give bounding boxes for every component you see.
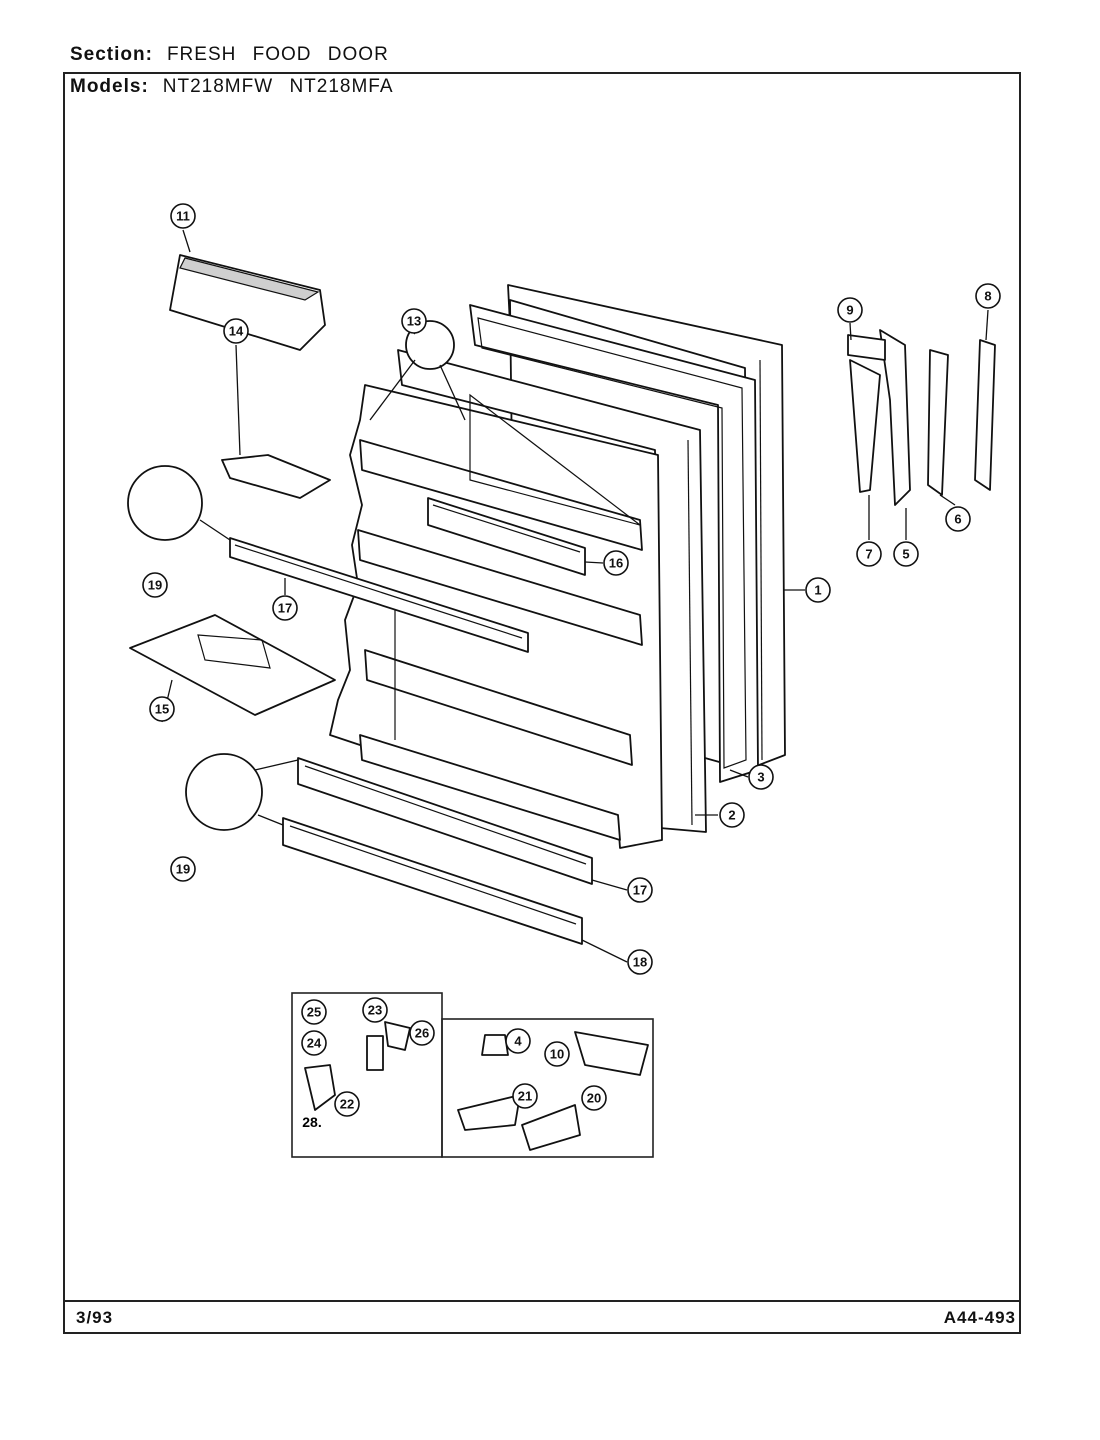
callout-13: 13 [401, 308, 427, 334]
svg-text:19: 19 [176, 862, 190, 877]
svg-text:17: 17 [633, 883, 647, 898]
svg-text:5: 5 [902, 547, 909, 562]
svg-text:15: 15 [155, 702, 169, 717]
revision-date: 3/93 [76, 1308, 114, 1327]
callout-2: 2 [719, 802, 745, 828]
butter-tray [221, 454, 331, 499]
models-label: Models: [70, 76, 149, 97]
callout-23: 23 [362, 997, 388, 1023]
svg-text:17: 17 [278, 601, 292, 616]
callout-4: 4 [505, 1028, 531, 1054]
section-label: Section: [70, 44, 153, 65]
svg-text:19: 19 [148, 578, 162, 593]
svg-text:8: 8 [984, 289, 991, 304]
models-header: Models: NT218MFW NT218MFA [70, 76, 394, 98]
svg-text:18: 18 [633, 955, 647, 970]
svg-text:10: 10 [550, 1047, 564, 1062]
door-liner [329, 349, 707, 849]
callout-7: 7 [856, 541, 882, 567]
door-rail-17-upper [229, 537, 529, 653]
callout-3: 3 [748, 764, 774, 790]
section-value: FRESH FOOD DOOR [166, 44, 389, 65]
section-header: Section: FRESH FOOD DOOR [70, 44, 389, 66]
callout-20: 20 [581, 1085, 607, 1111]
callout-19-lower: 19 [170, 856, 196, 882]
egg-tray [129, 614, 336, 716]
svg-text:25: 25 [307, 1005, 321, 1020]
footer-bar [63, 1302, 1021, 1334]
callout-6: 6 [945, 506, 971, 532]
dairy-door [169, 254, 326, 351]
svg-text:16: 16 [609, 556, 623, 571]
svg-text:9: 9 [846, 303, 853, 318]
callout-14: 14 [223, 318, 249, 344]
svg-text:24: 24 [307, 1036, 322, 1051]
inset-hardware-box-right [441, 1018, 654, 1158]
shelf-rail-16 [427, 497, 586, 576]
svg-text:4: 4 [514, 1034, 522, 1049]
callout-15: 15 [149, 696, 175, 722]
document-number: A44-493 [943, 1308, 1016, 1327]
svg-text:2: 2 [728, 808, 735, 823]
callout-16: 16 [603, 550, 629, 576]
svg-text:22: 22 [340, 1097, 354, 1112]
callout-24: 24 [301, 1030, 327, 1056]
callout-19-upper: 19 [142, 572, 168, 598]
svg-text:23: 23 [368, 1003, 382, 1018]
callout-1: 1 [805, 577, 831, 603]
svg-text:26: 26 [415, 1026, 429, 1041]
svg-text:7: 7 [865, 547, 872, 562]
callout-25: 25 [301, 999, 327, 1025]
callout-11: 11 [170, 203, 196, 229]
callout-17-lower: 17 [627, 877, 653, 903]
callout-26: 26 [409, 1020, 435, 1046]
callout-5: 5 [893, 541, 919, 567]
callout-28: 28. [302, 1114, 321, 1130]
svg-text:14: 14 [229, 324, 244, 339]
callout-8: 8 [975, 283, 1001, 309]
callout-10: 10 [544, 1041, 570, 1067]
svg-text:20: 20 [587, 1091, 601, 1106]
callout-22: 22 [334, 1091, 360, 1117]
leader-lines [161, 229, 989, 963]
door-rail-17-lower [297, 757, 593, 885]
svg-text:6: 6 [954, 512, 961, 527]
svg-text:28.: 28. [302, 1114, 321, 1130]
callout-9: 9 [837, 297, 863, 323]
svg-text:21: 21 [518, 1089, 532, 1104]
callout-21: 21 [512, 1083, 538, 1109]
door-gasket [469, 304, 759, 783]
svg-text:13: 13 [407, 314, 421, 329]
svg-text:1: 1 [814, 583, 821, 598]
detail-circle-upper [127, 465, 231, 541]
detail-circle-lower [185, 753, 299, 831]
callout-18: 18 [627, 949, 653, 975]
diagram-frame [63, 72, 1021, 1302]
models-value: NT218MFW NT218MFA [162, 76, 394, 97]
callout-17-upper: 17 [272, 595, 298, 621]
svg-text:3: 3 [757, 770, 764, 785]
svg-text:11: 11 [176, 209, 190, 224]
hinge-bracket-parts [847, 329, 996, 506]
door-rail-18 [282, 817, 583, 945]
